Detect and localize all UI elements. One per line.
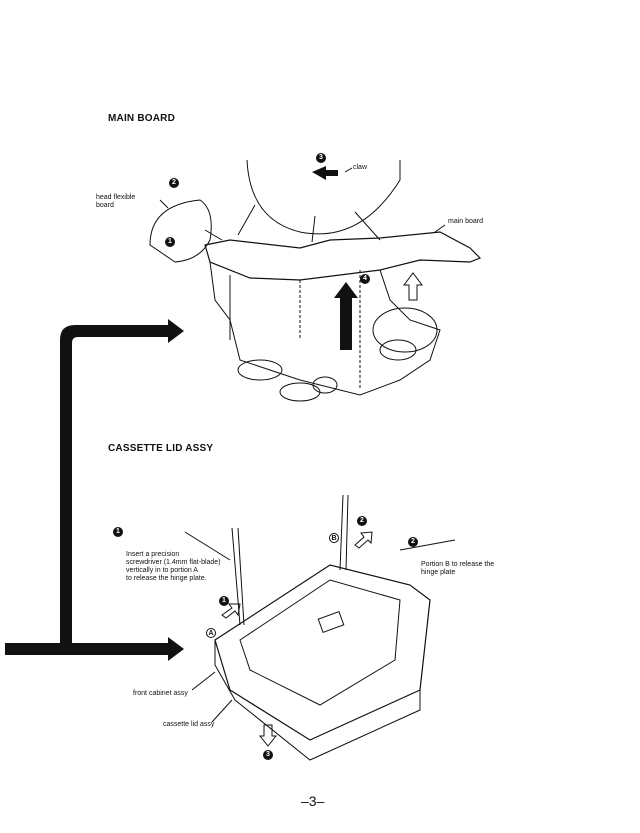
label-cassette-lid-assy: cassette lid assy <box>163 721 215 728</box>
step-number-4: 4 <box>360 274 370 284</box>
step-number-3-diagram: 3 <box>263 750 273 760</box>
label-claw: claw <box>353 164 368 171</box>
step-number-2-diagram: 2 <box>357 516 367 526</box>
step-number-2: 2 <box>408 537 418 547</box>
step-number-1: 1 <box>165 237 175 247</box>
step-number-1-diagram: 1 <box>219 596 229 606</box>
instruction-2-text: Portion B to release the hinge plate <box>421 561 495 576</box>
portion-a-marker: A <box>206 628 216 638</box>
instruction-2: 2 Portion B to release the hinge plate <box>408 537 494 585</box>
label-main-board: main board <box>448 218 484 225</box>
instruction-1-text: Insert a precision screwdriver (1.4mm fl… <box>126 551 221 582</box>
step-number-1: 1 <box>113 527 123 537</box>
section-heading-main-board: MAIN BOARD <box>108 113 175 124</box>
label-front-cabinet-assy: front cabinet assy <box>133 690 188 697</box>
step-number-3: 3 <box>316 153 326 163</box>
portion-b-marker: B <box>329 533 339 543</box>
label-head-flexible-board: head flexible board <box>96 194 136 209</box>
page-number: –3– <box>301 793 325 809</box>
step-number-2: 2 <box>169 178 179 188</box>
instruction-1: 1 Insert a precision screwdriver (1.4mm … <box>113 527 221 591</box>
section-heading-cassette-lid: CASSETTE LID ASSY <box>108 443 214 454</box>
